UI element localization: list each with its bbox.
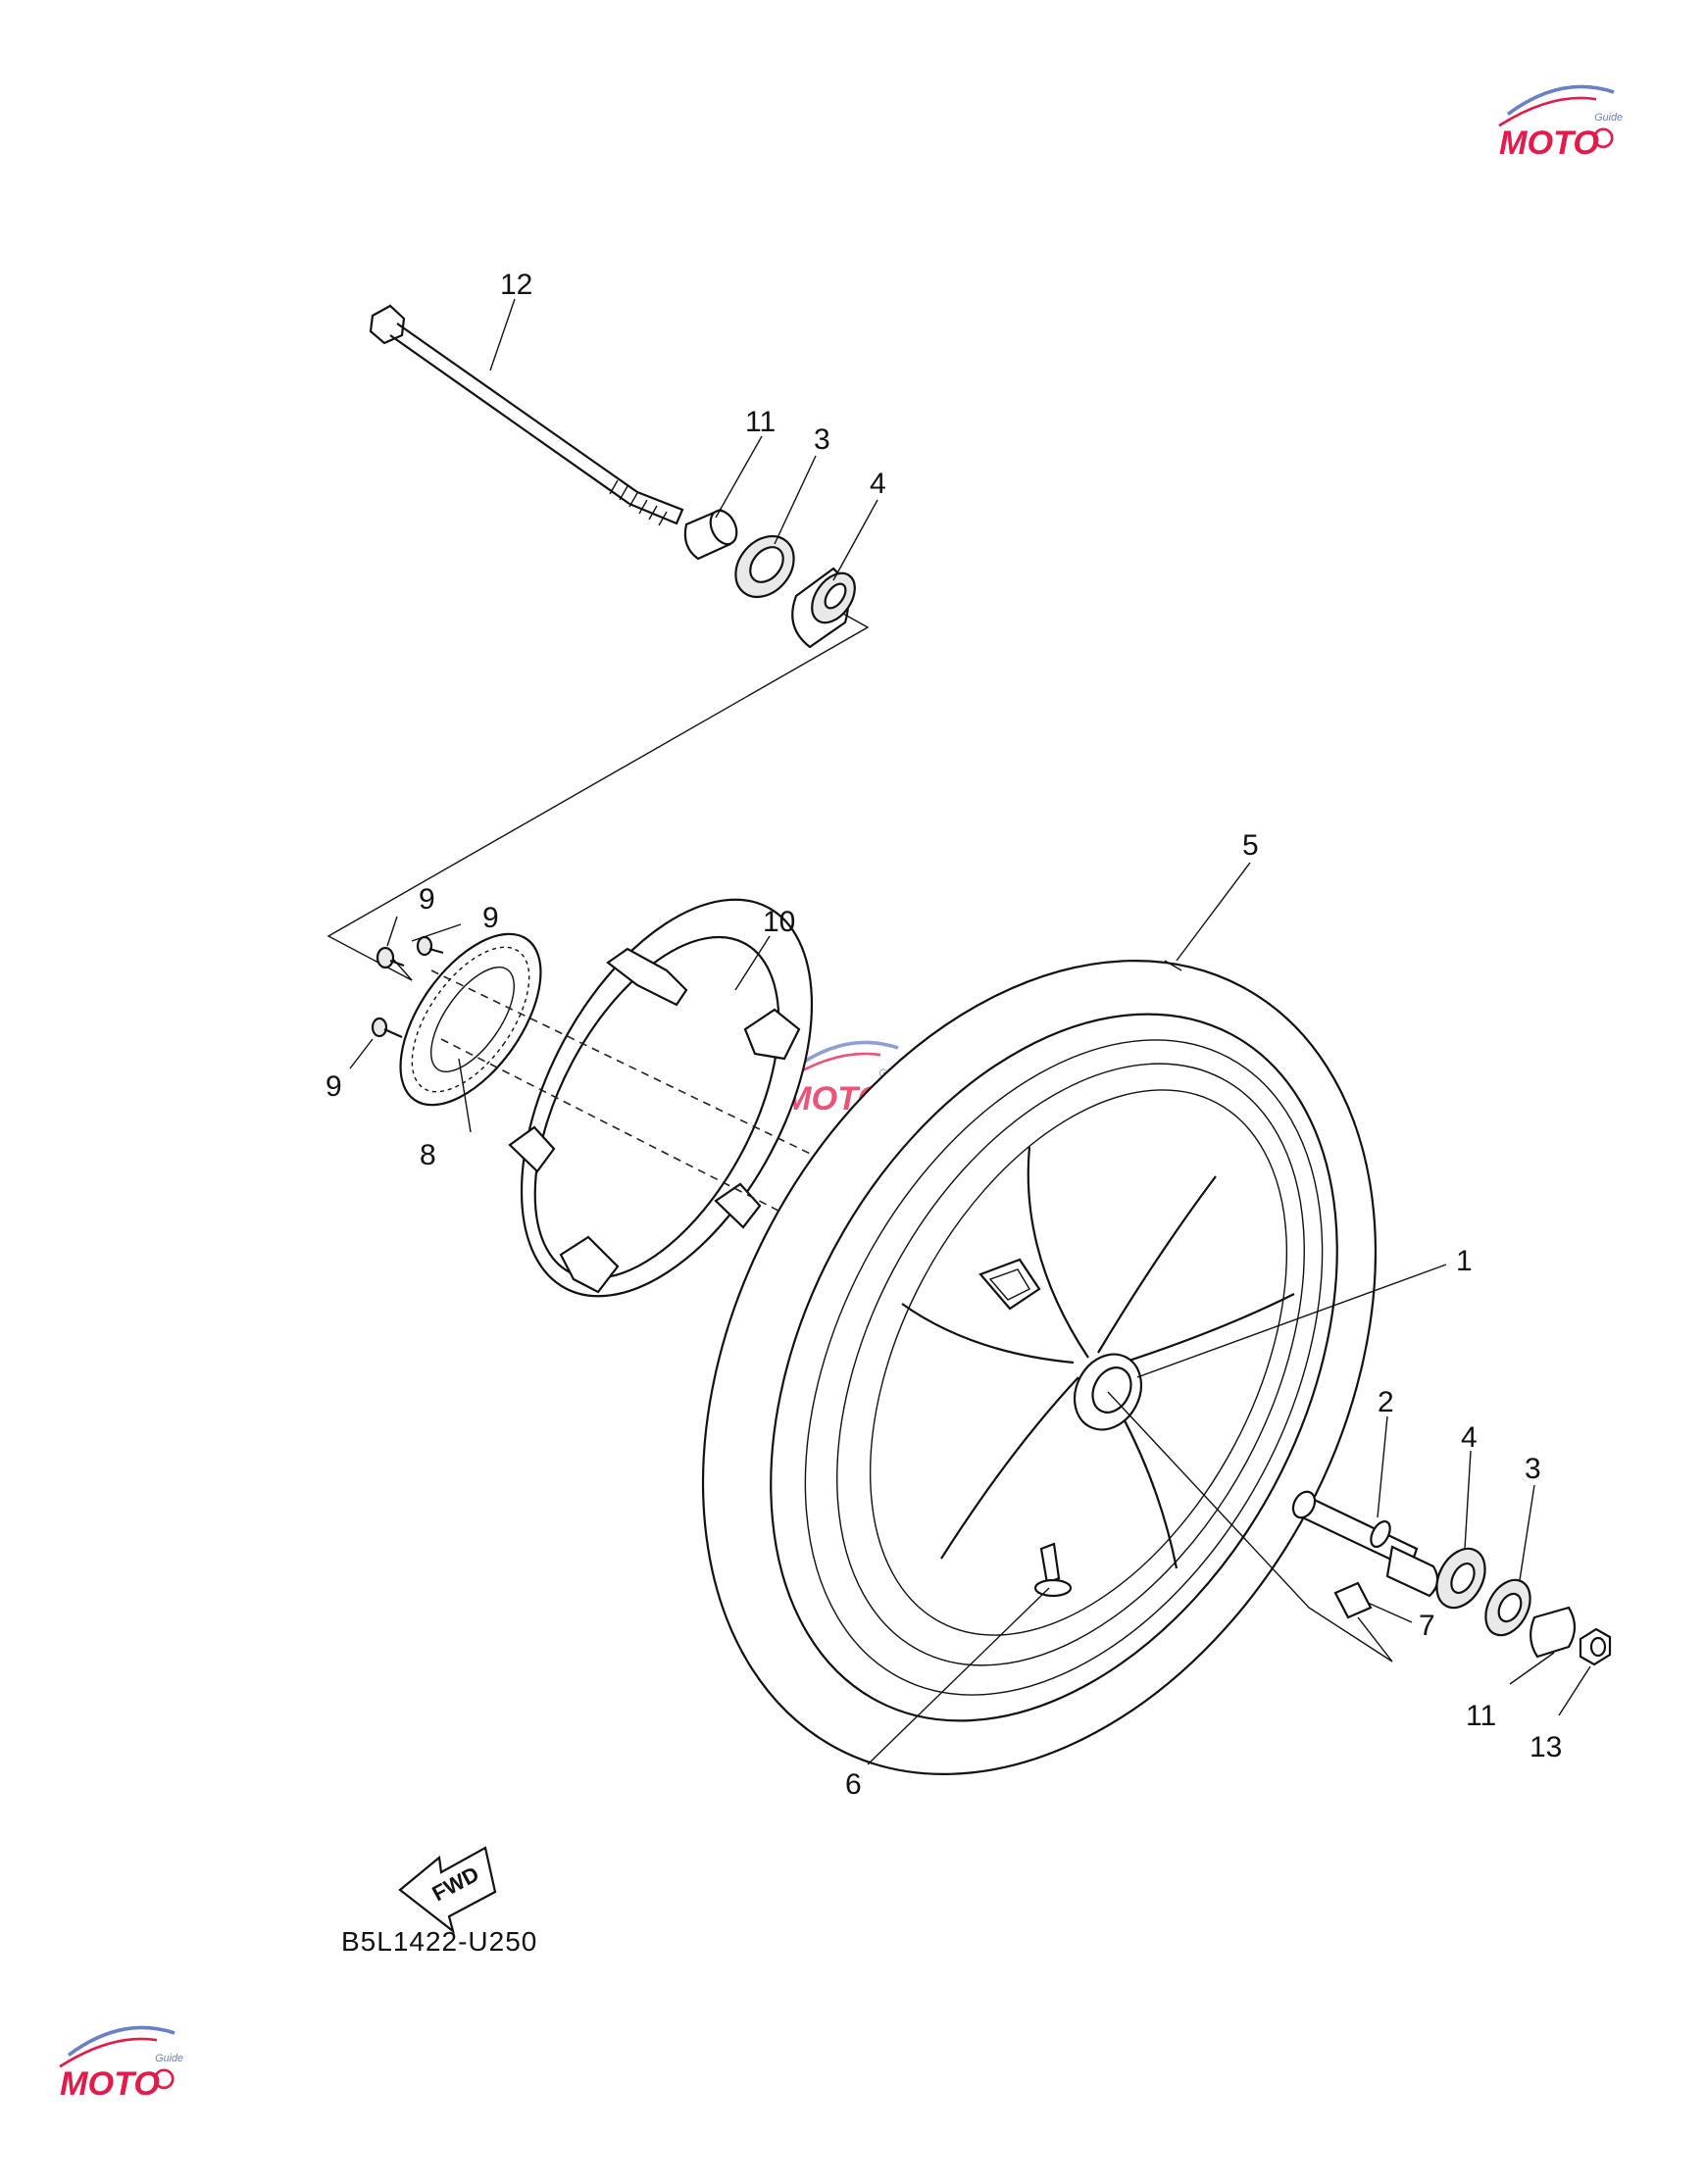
callout-12: 12 (500, 269, 532, 301)
bearing-top (791, 567, 856, 649)
callout-3-right: 3 (1525, 1453, 1541, 1485)
rotor-bolt-1 (376, 946, 405, 969)
callout-11-right: 11 (1466, 1700, 1496, 1732)
callout-7: 7 (1419, 1610, 1435, 1642)
watermark-brand: MOTO (60, 2065, 160, 2103)
axle-nut (1579, 1627, 1612, 1666)
callout-13: 13 (1529, 1731, 1562, 1763)
oil-seal-right (1484, 1578, 1531, 1637)
sensor-rotor (399, 932, 542, 1107)
watermark-logo-bottom: MOTO Guide (59, 2025, 183, 2103)
fwd-arrow-icon: FWD (398, 1846, 497, 1934)
watermark-logo-center: MOTO Guide (782, 1040, 907, 1117)
watermark-logo-top: MOTO Guide (1498, 84, 1623, 162)
callout-1: 1 (1456, 1245, 1473, 1277)
watermark-sub: Guide (1594, 112, 1623, 124)
callout-11-top: 11 (745, 406, 776, 438)
callout-9-c: 9 (326, 1070, 342, 1103)
collar-right-outer (1529, 1606, 1577, 1659)
oil-seal-top (734, 534, 795, 599)
callout-5: 5 (1242, 829, 1259, 862)
bearing-right (1435, 1547, 1486, 1610)
callout-9-b: 9 (482, 902, 499, 934)
callout-4-right: 4 (1461, 1421, 1478, 1454)
axle-bolt (369, 304, 684, 526)
callout-8: 8 (420, 1139, 436, 1171)
diagram-code: B5L1422-U250 (341, 1926, 537, 1957)
callout-9-a: 9 (419, 883, 435, 916)
speedo-spacer (1333, 1581, 1373, 1619)
callout-2: 2 (1378, 1386, 1394, 1418)
wheel-cover (508, 898, 814, 1298)
tire (701, 960, 1378, 1775)
callout-4-top: 4 (870, 468, 886, 500)
rotor-bolt-2 (416, 935, 444, 957)
rotor-bolt-3 (371, 1017, 403, 1039)
callout-3-top: 3 (814, 423, 830, 456)
valve (1033, 1542, 1073, 1598)
callout-10: 10 (763, 906, 795, 938)
collar-right (1291, 1490, 1439, 1598)
collar-top (683, 508, 738, 561)
watermark-brand: MOTO (1499, 124, 1599, 162)
rim (804, 1039, 1324, 1696)
leader-lines (349, 298, 1591, 1765)
watermark-sub: Guide (155, 2053, 183, 2064)
callout-6: 6 (845, 1768, 862, 1801)
